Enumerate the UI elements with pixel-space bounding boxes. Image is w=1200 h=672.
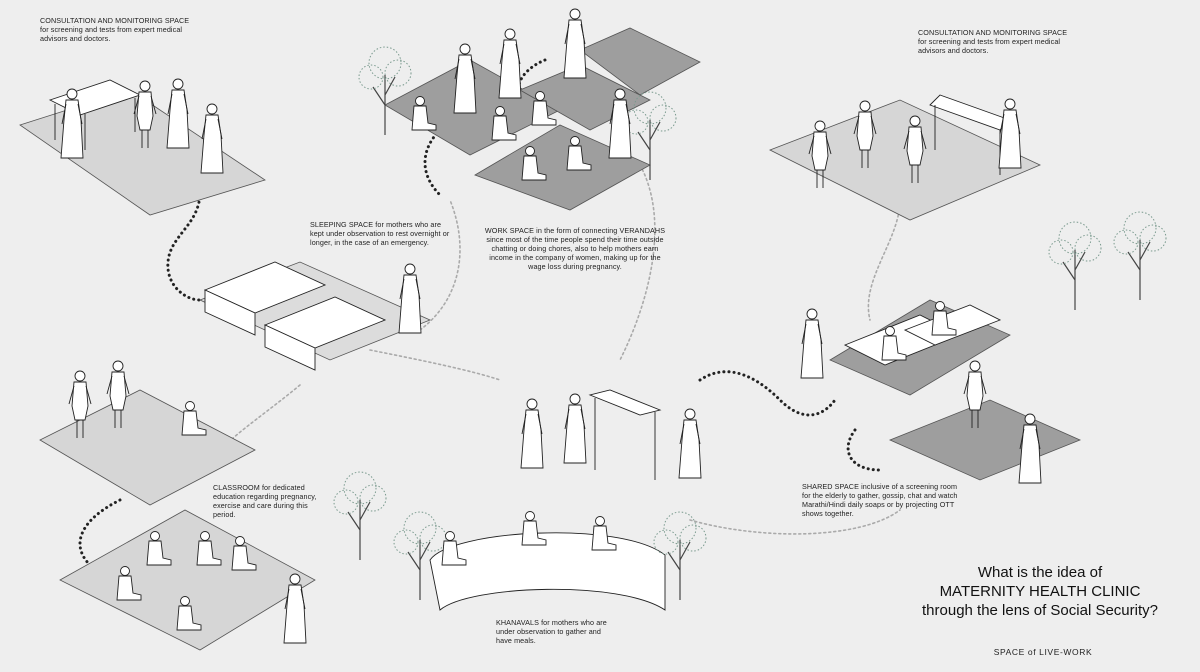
path-sleep-to-class [219,384,301,451]
note-consult-right: CONSULTATION and MONITORING SPACE for sc… [918,28,1068,55]
connection-paths [78,58,901,567]
platform-classroom-lower [59,509,316,651]
note-work: WORK SPACE in the form of connecting VER… [480,226,670,271]
heading-line-1: What is the idea of [977,564,1103,581]
note-keyword: CONSULTATION and MONITORING SPACE [40,16,190,25]
bench-shared-2 [903,304,1002,346]
footer-label: SPACE of LIVE-WORK [993,647,1093,657]
platform-work-2 [579,27,701,96]
platform-consult-right [769,99,1041,221]
serving-table [588,389,662,416]
main-heading: What is the idea of MATERNITY HEALTH CLI… [905,563,1175,620]
path-class-to-classroom [78,498,122,567]
note-text: for dedicated education regarding pregna… [213,483,317,519]
note-text: for screening and tests from expert medi… [918,37,1061,55]
note-consult-left: CONSULTATION and MONITORING SPACE for sc… [40,16,190,43]
khanaval-bench [429,532,666,611]
note-text: inclusive of a screening room for the el… [802,482,958,518]
note-text: for mothers who are under observation to… [496,618,607,645]
bed-1-side [204,289,256,336]
path-shared-loop [698,370,837,417]
note-classroom: CLASSROOM for dedicated education regard… [213,483,325,519]
path-work-left [423,128,442,197]
note-shared: SHARED SPACE inclusive of a screening ro… [802,482,962,518]
note-keyword: SHARED SPACE [802,482,859,491]
heading-line-3: through the lens of Social Security? [922,602,1158,619]
heading-line-2: MATERNITY HEALTH CLINIC [939,583,1141,600]
path-right-consult [867,199,901,321]
bed-2-side [264,324,316,371]
note-keyword: CLASSROOM [213,483,260,492]
note-sleeping: SLEEPING SPACE for mothers who are kept … [310,220,455,247]
note-text: in the form of connecting VERANDAHS sinc… [486,226,666,271]
platform-shared-lower [888,399,1082,481]
note-text: for screening and tests from expert medi… [40,25,183,43]
path-shared-bottom [846,428,882,472]
note-keyword: WORK SPACE [484,226,535,235]
note-text: for mothers who are kept under observati… [310,220,450,247]
note-keyword: KHANAVALS [496,618,539,627]
path-consult-to-sleep [166,190,202,302]
path-sleep-to-khanaval [369,349,501,381]
note-keyword: CONSULTATION and MONITORING SPACE [918,28,1068,37]
path-khanaval-to-shared [689,509,901,535]
note-khanavals: KHANAVALS for mothers who are under obse… [496,618,616,645]
platform-classroom [39,389,256,506]
path-sleep-to-work [419,199,461,331]
note-keyword: SLEEPING SPACE [310,220,374,229]
